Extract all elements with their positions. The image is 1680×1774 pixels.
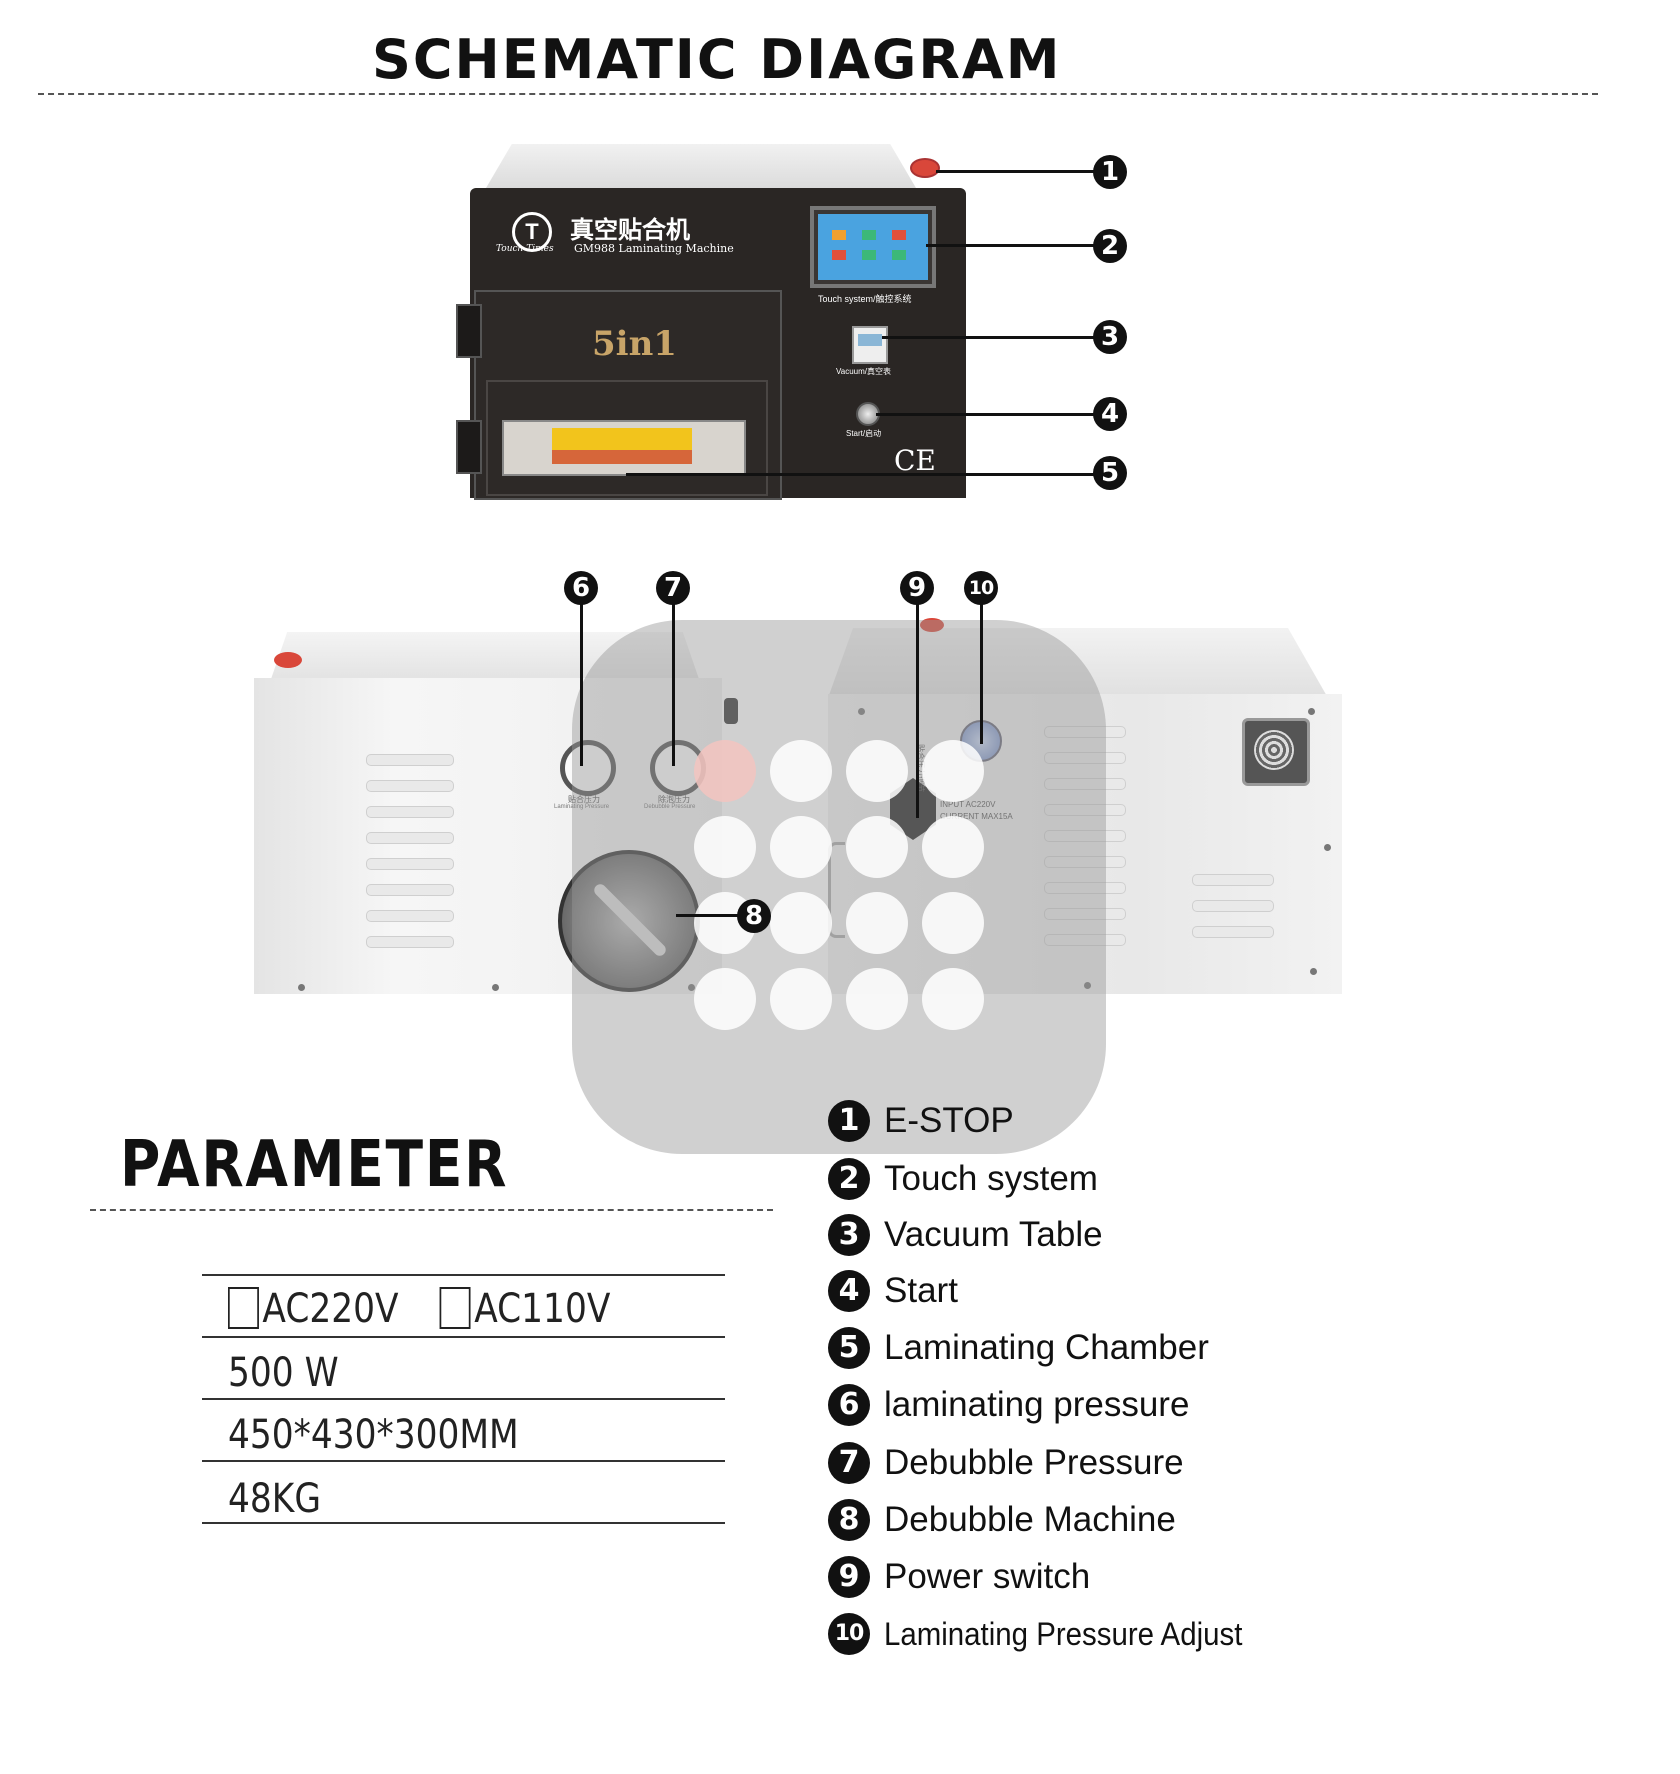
legend-num: 3: [828, 1214, 870, 1256]
legend-item: 4 Start: [828, 1268, 958, 1314]
gauge1-sub: Laminating Pressure: [554, 804, 610, 810]
start-label: Start/启动: [846, 429, 882, 438]
legend-label: Debubble Pressure: [884, 1443, 1184, 1482]
estop-button[interactable]: [910, 158, 940, 178]
ce-mark: CE: [894, 444, 936, 477]
legend-label: Laminating Chamber: [884, 1328, 1209, 1367]
vacuum-label: Vacuum/真空表: [836, 367, 891, 376]
callout-2: 2: [1093, 229, 1127, 263]
legend-label: Start: [884, 1271, 958, 1310]
legend-item: 2 Touch system: [828, 1156, 1098, 1202]
capacity-badge: 5in1: [592, 324, 677, 364]
legend-num: 2: [828, 1158, 870, 1200]
laminating-pressure-gauge: [560, 740, 616, 796]
parameter-title: PARAMETER: [120, 1128, 509, 1202]
gauge1-label: 贴合压力: [568, 795, 600, 804]
ac110-checkbox[interactable]: [439, 1287, 471, 1329]
legend-label: laminating pressure: [884, 1385, 1190, 1424]
legend-item: 6 laminating pressure: [828, 1382, 1189, 1428]
size-value: 450*430*300MM: [228, 1412, 519, 1458]
legend-num: 4: [828, 1270, 870, 1312]
legend-num: 6: [828, 1384, 870, 1426]
ac220-checkbox[interactable]: [228, 1287, 259, 1329]
logo-icon: T: [512, 212, 552, 252]
debubble-chamber-lid[interactable]: [558, 850, 700, 992]
ac110-label: AC110V: [474, 1286, 611, 1332]
parameter-divider: [90, 1209, 773, 1211]
laminating-chamber: [502, 420, 746, 476]
legend-label: Laminating Pressure Adjust: [884, 1615, 1243, 1652]
machine-side-view: 贴合压力 Laminating Pressure 除泡压力 Debubble P…: [254, 632, 738, 994]
callout-7: 7: [656, 571, 690, 605]
voltage-options: AC220V AC110V: [228, 1286, 610, 1332]
legend-label: Debubble Machine: [884, 1500, 1176, 1539]
legend-item: 1 E-STOP: [828, 1098, 1014, 1144]
touch-screen[interactable]: [810, 206, 936, 288]
legend-item: 8 Debubble Machine: [828, 1497, 1176, 1543]
callout-9: 9: [900, 571, 934, 605]
callout-4: 4: [1093, 397, 1127, 431]
power-value: 500 W: [228, 1350, 339, 1396]
legend-item: 7 Debubble Pressure: [828, 1440, 1184, 1486]
touch-label: Touch system/触控系统: [818, 294, 912, 304]
fan-icon: [1242, 718, 1310, 786]
legend-label: E-STOP: [884, 1101, 1014, 1140]
legend-label: Power switch: [884, 1557, 1091, 1596]
brand-cn: 真空贴合机: [570, 217, 690, 244]
page-title: SCHEMATIC DIAGRAM: [372, 28, 1062, 91]
legend-num: 8: [828, 1499, 870, 1541]
legend-num: 1: [828, 1100, 870, 1142]
callout-6: 6: [564, 571, 598, 605]
legend-item: 5 Laminating Chamber: [828, 1325, 1209, 1371]
model-name: GM988 Laminating Machine: [574, 242, 734, 255]
watermark: [572, 620, 1106, 1154]
legend-num: 9: [828, 1556, 870, 1598]
gauge2-sub: Debubble Pressure: [644, 804, 696, 810]
input-label: INPUT AC220V: [940, 800, 996, 809]
vacuum-gauge: [852, 326, 888, 364]
legend-num: 10: [828, 1613, 870, 1655]
legend-num: 7: [828, 1442, 870, 1484]
weight-value: 48KG: [228, 1476, 321, 1522]
legend-label: Touch system: [884, 1159, 1098, 1198]
legend-label: Vacuum Table: [884, 1215, 1103, 1254]
legend-num: 5: [828, 1327, 870, 1369]
current-label: CURRENT MAX15A: [940, 812, 1013, 821]
callout-5: 5: [1093, 456, 1127, 490]
legend-item: 3 Vacuum Table: [828, 1212, 1103, 1258]
gauge2-label: 除泡压力: [658, 795, 690, 804]
callout-3: 3: [1093, 320, 1127, 354]
header-divider: [38, 93, 1598, 95]
callout-8: 8: [737, 899, 771, 933]
machine-front-view: T Touch Times 真空贴合机 GM988 Laminating Mac…: [456, 144, 966, 500]
legend-item: 9 Power switch: [828, 1554, 1090, 1600]
ac220-label: AC220V: [262, 1286, 399, 1332]
machine-back-view: 贴合压力调节 INPUT AC220V CURRENT MAX15A: [828, 618, 1342, 994]
callout-10: 10: [964, 571, 998, 605]
legend-item: 10 Laminating Pressure Adjust: [828, 1611, 1274, 1657]
callout-1: 1: [1093, 155, 1127, 189]
brand-en: Touch Times: [496, 244, 554, 254]
